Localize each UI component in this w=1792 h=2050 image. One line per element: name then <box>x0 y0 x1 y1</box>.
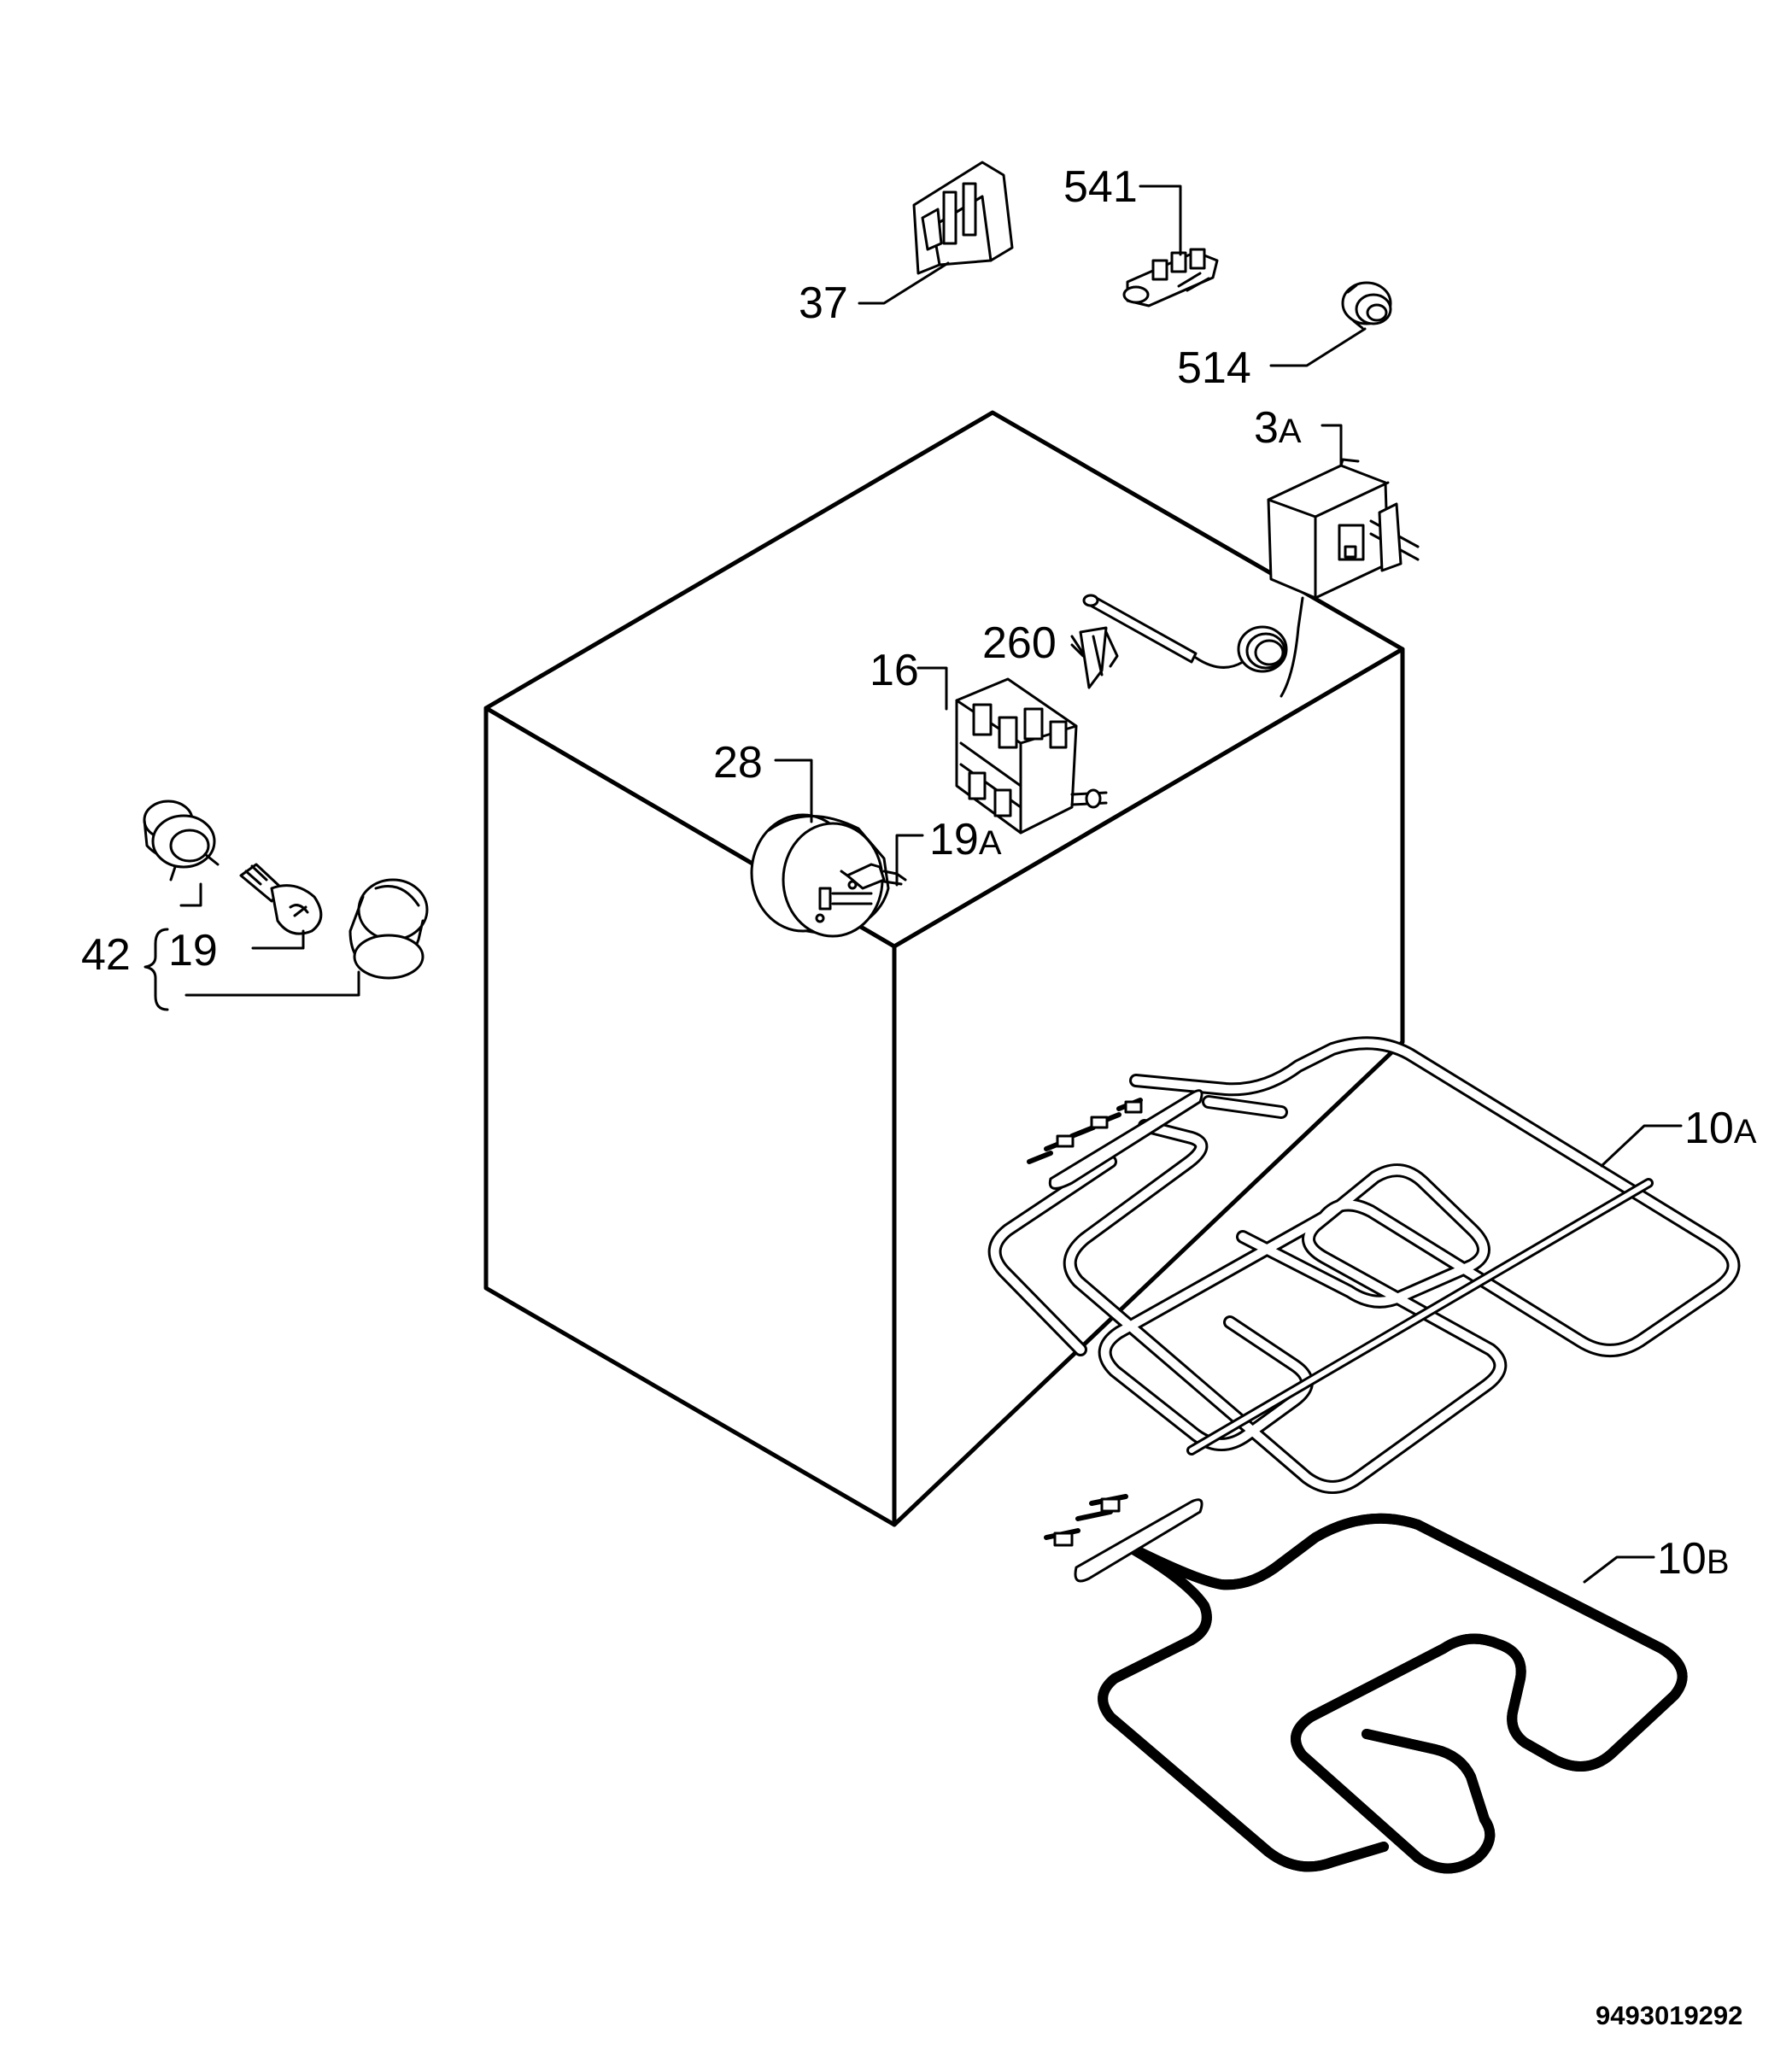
part-28-timer <box>750 813 890 938</box>
label-19a: 19A <box>929 815 1002 864</box>
part-541-connector-strip <box>1122 248 1219 308</box>
label-3a-suffix: A <box>1279 413 1302 450</box>
leader-10a <box>1600 1124 1683 1168</box>
label-514: 514 <box>1177 343 1251 393</box>
document-number: 9493019292 <box>1596 2000 1742 2030</box>
label-16: 16 <box>870 646 919 695</box>
label-37: 37 <box>799 278 848 328</box>
part-42-lamp-socket <box>143 800 220 882</box>
label-10b: 10B <box>1657 1534 1730 1584</box>
label-19a-num: 19 <box>929 815 979 864</box>
label-19a-suffix: A <box>979 824 1002 862</box>
leader-42-group <box>143 882 360 1011</box>
part-10b-bottom-element <box>1044 1494 1683 1869</box>
part-19a-small-lamp <box>840 863 907 890</box>
part-3a-thermostat <box>1082 458 1420 698</box>
label-541: 541 <box>1063 162 1138 212</box>
leader-514 <box>1269 327 1367 367</box>
part-42-lamp-cover <box>348 878 429 980</box>
part-514-bushing <box>1341 281 1392 330</box>
label-10a-suffix: A <box>1734 1113 1757 1151</box>
leader-19a <box>895 834 924 887</box>
part-10a-grill-element <box>987 1043 1734 1487</box>
label-10a: 10A <box>1684 1104 1757 1153</box>
part-16-selector-switch <box>955 677 1108 835</box>
leader-3a <box>1321 424 1343 467</box>
label-10a-num: 10 <box>1684 1104 1734 1153</box>
label-42: 42 <box>81 930 131 980</box>
part-260-connector-plug <box>1070 626 1119 689</box>
leader-10b <box>1583 1555 1655 1584</box>
leader-28 <box>774 758 813 823</box>
leader-16 <box>916 666 948 711</box>
label-3a: 3A <box>1254 403 1302 453</box>
oven-cavity-box <box>483 410 1405 1527</box>
leader-260 <box>1070 643 1085 658</box>
label-28: 28 <box>713 738 763 788</box>
label-3a-num: 3 <box>1254 403 1279 453</box>
label-10b-num: 10 <box>1657 1534 1707 1584</box>
part-19-lamp-bulb <box>239 863 323 935</box>
leader-541 <box>1139 184 1182 256</box>
label-19: 19 <box>168 926 218 975</box>
label-260: 260 <box>982 618 1057 668</box>
leader-37 <box>858 261 950 305</box>
part-37-terminal-block <box>912 161 1014 275</box>
label-10b-suffix: B <box>1707 1543 1730 1581</box>
